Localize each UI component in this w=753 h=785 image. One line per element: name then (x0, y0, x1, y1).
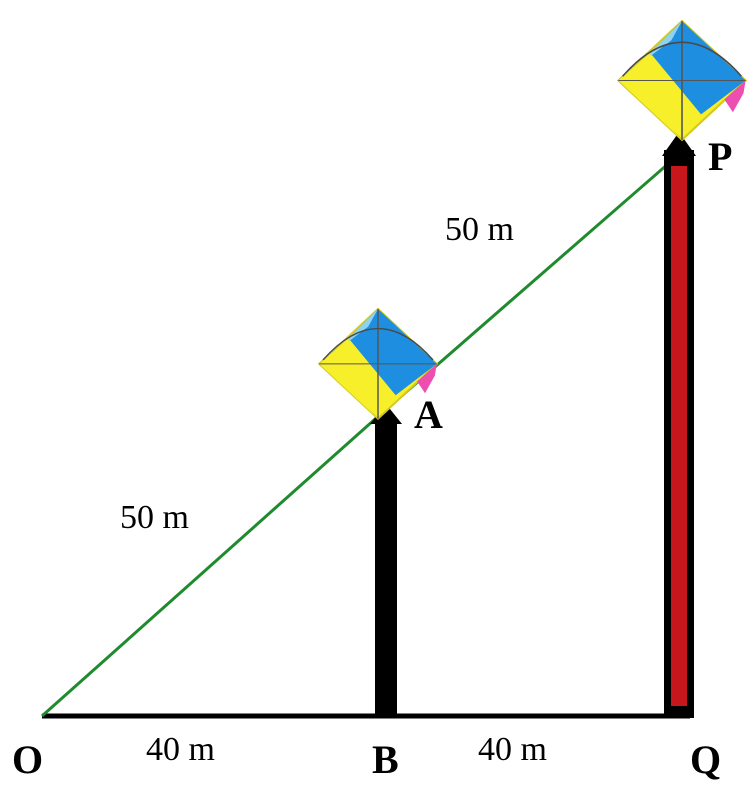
point-label-B: B (372, 737, 399, 782)
string-OA (41, 418, 375, 718)
kite-icon (617, 20, 747, 141)
pole-Q-fill (671, 166, 687, 706)
segment-label-BQ: 40 m (478, 731, 547, 768)
point-label-Q: Q (690, 737, 721, 782)
segment-label-OA: 50 m (120, 499, 189, 536)
point-label-P: P (708, 134, 732, 179)
pole-Q-arrowhead (662, 132, 696, 156)
segment-label-OB: 40 m (146, 731, 215, 768)
segment-label-AP: 50 m (445, 211, 514, 248)
point-label-O: O (12, 737, 43, 782)
pole-B (375, 420, 397, 718)
point-label-A: A (414, 392, 443, 437)
